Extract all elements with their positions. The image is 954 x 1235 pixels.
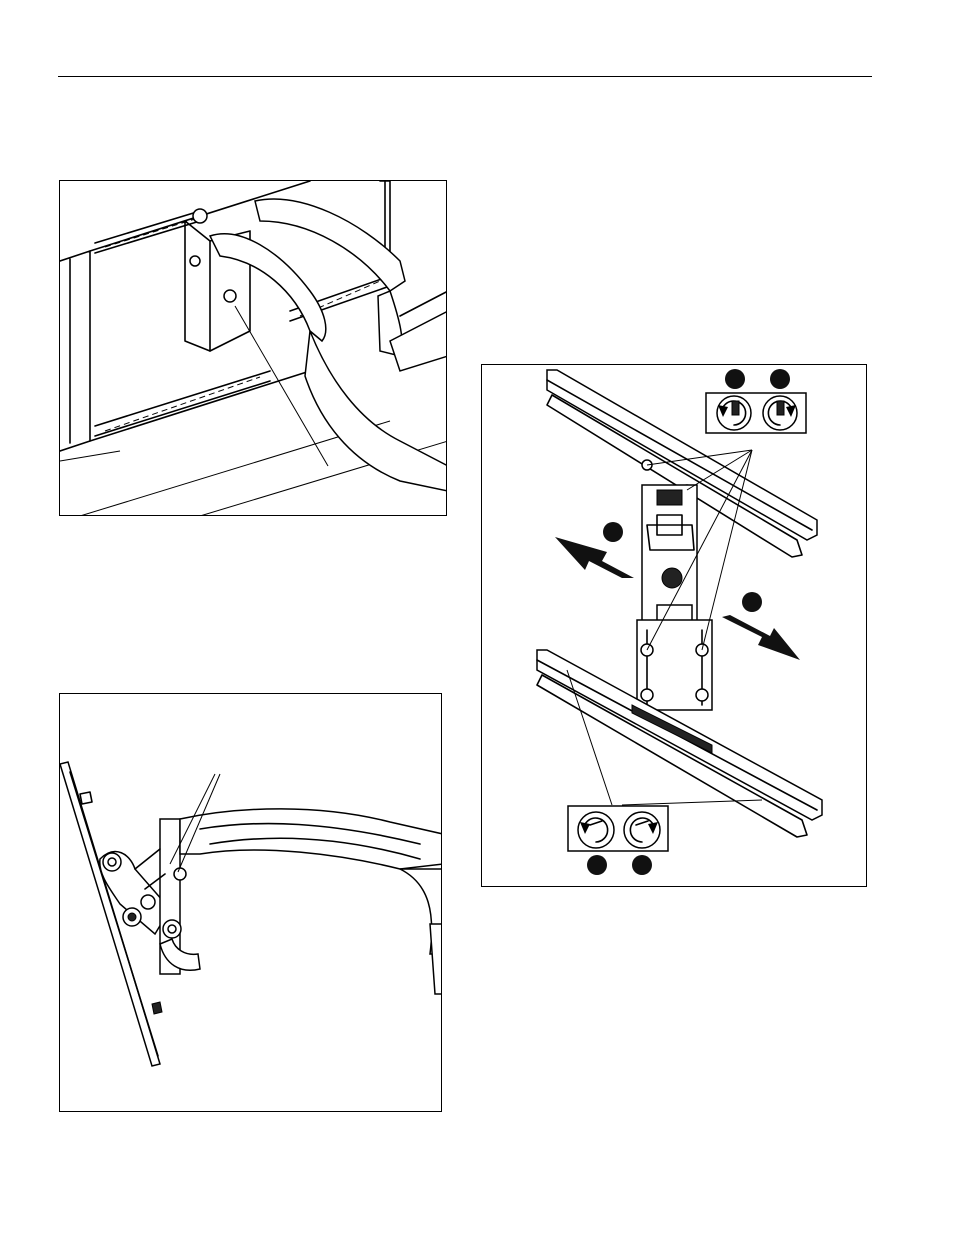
step-marker-icon xyxy=(770,369,790,389)
bracket-assembly-illustration xyxy=(482,365,867,887)
mount-arm-illustration xyxy=(60,181,447,516)
header-rule xyxy=(58,76,872,77)
counterclockwise-rotate-icon xyxy=(578,812,614,848)
step-marker-icon xyxy=(587,855,607,875)
direction-arrow-icon xyxy=(555,537,634,578)
figure-top-left xyxy=(59,180,447,516)
clockwise-rotate-icon xyxy=(763,396,797,430)
figure-right xyxy=(481,364,867,887)
step-marker-icon xyxy=(632,855,652,875)
figure-bottom-left xyxy=(59,693,442,1112)
direction-arrow-icon xyxy=(722,615,800,660)
step-marker-icon xyxy=(725,369,745,389)
step-marker-icon xyxy=(603,522,623,542)
clockwise-rotate-icon xyxy=(624,812,660,848)
step-marker-icon xyxy=(742,592,762,612)
counterclockwise-rotate-icon xyxy=(717,396,751,430)
tilt-side-view-illustration xyxy=(60,694,442,1112)
